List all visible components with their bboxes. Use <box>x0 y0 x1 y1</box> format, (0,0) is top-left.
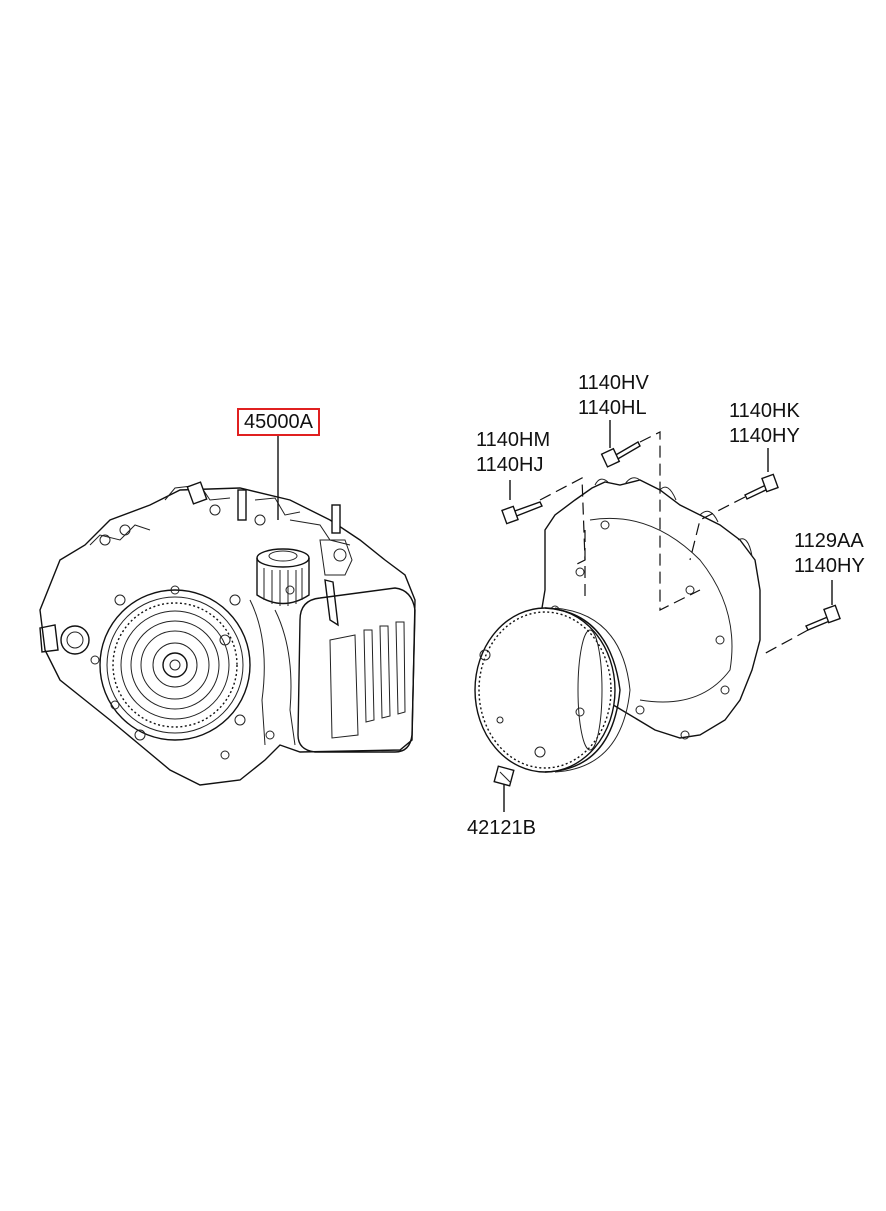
callout-42121b[interactable]: 42121B <box>467 817 536 839</box>
bolt-top[interactable] <box>600 441 641 468</box>
callout-1129aa[interactable]: 1129AA <box>794 530 864 552</box>
nut-42121b[interactable] <box>493 765 515 787</box>
callout-1140hk[interactable]: 1140HK <box>729 400 800 422</box>
callout-1140hy-2[interactable]: 1140HY <box>794 555 865 577</box>
housing-assembly[interactable] <box>474 420 841 812</box>
callout-1140hj[interactable]: 1140HJ <box>476 454 544 476</box>
callout-45000a[interactable]: 45000A <box>237 408 320 436</box>
bolt-far[interactable] <box>805 604 841 631</box>
callout-1140hy[interactable]: 1140HY <box>729 425 800 447</box>
callout-1140hm[interactable]: 1140HM <box>476 429 551 451</box>
callout-1140hv[interactable]: 1140HV <box>578 372 649 394</box>
transaxle-assembly[interactable] <box>39 436 416 786</box>
bolt-left[interactable] <box>501 501 543 525</box>
callout-1140hl[interactable]: 1140HL <box>578 397 647 419</box>
bolt-right[interactable] <box>744 473 779 500</box>
